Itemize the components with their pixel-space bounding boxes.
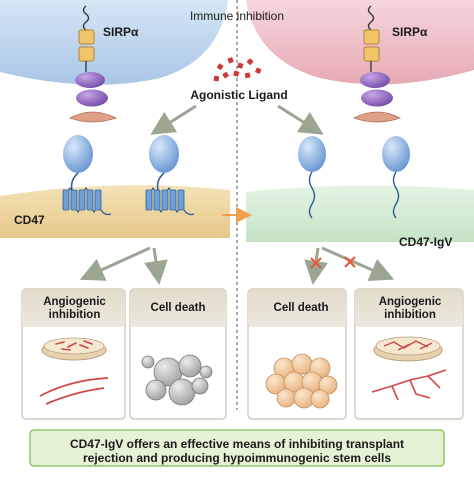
- label-cell-death-left: Cell death: [150, 302, 206, 314]
- agonistic-ligand-dots: [213, 57, 262, 82]
- immune-cell-right: [246, 0, 474, 85]
- conclusion-banner: [29, 429, 445, 467]
- cd47-protein-2: [145, 135, 195, 216]
- sirpa-receptor-left: [69, 5, 118, 123]
- label-cd47: CD47: [14, 213, 45, 227]
- arrow-to-angiogenic-right: [321, 246, 395, 281]
- cd47-igv-membrane: [246, 185, 474, 242]
- label-angiogenic-inhibition-right: Angiogenic inhibition: [378, 296, 442, 321]
- outcome-box-left-angiogenic: [21, 288, 126, 420]
- label-sirpa-right: SIRPα: [392, 25, 428, 39]
- label-cell-death-right: Cell death: [273, 302, 329, 314]
- block-cross-1: [310, 257, 322, 269]
- conclusion-text: CD47-IgV offers an effective means of in…: [38, 437, 436, 465]
- conclusion-line-1: CD47-IgV offers an effective means of in…: [69, 437, 405, 451]
- conclusion-line-2: rejection and producing hypoimmunogenic …: [82, 451, 392, 465]
- arrow-ligand-right: [277, 104, 324, 135]
- sirpa-receptor-right: [352, 5, 402, 123]
- arrow-to-angiogenic-left: [79, 246, 151, 281]
- cd47-igv-protein-1: [298, 136, 326, 219]
- block-cross-2: [344, 256, 356, 268]
- cd47-membrane: [0, 185, 230, 238]
- cd47-protein-1: [62, 135, 112, 216]
- title-immune-inhibition: Immune inhibition: [189, 9, 285, 23]
- label-angiogenic-inhibition-left: Angiogenic inhibition: [43, 296, 106, 321]
- label-sirpa-left: SIRPα: [103, 25, 139, 39]
- arrow-to-death-left: [143, 247, 168, 285]
- cd47-igv-protein-2: [382, 136, 410, 219]
- outcome-box-right-death: [247, 288, 347, 420]
- immune-cell-left: [0, 0, 228, 85]
- arrow-ligand-left: [150, 104, 197, 135]
- label-agonistic-ligand: Agonistic Ligand: [190, 88, 288, 102]
- outcome-box-right-angiogenic: [354, 288, 464, 420]
- outcome-box-left-death: [129, 288, 227, 420]
- label-cd47-igv: CD47-IgV: [399, 235, 453, 249]
